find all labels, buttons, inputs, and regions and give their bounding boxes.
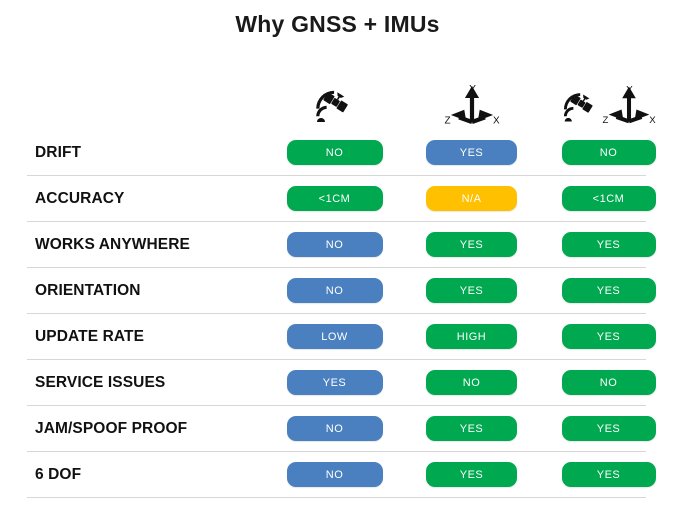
xyz-axes-icon: Y Z X <box>602 82 656 126</box>
axis-label-z: Z <box>602 115 608 126</box>
cell-update-rate-imu: HIGH <box>409 324 534 349</box>
cell-works-anywhere-imu: YES <box>409 232 534 257</box>
cell-accuracy-imu: N/A <box>409 186 534 211</box>
cell-orientation-imu: YES <box>409 278 534 303</box>
xyz-axes-icon: Y Z X <box>444 82 500 126</box>
row-label-jam-spoof-proof: JAM/SPOOF PROOF <box>35 419 188 437</box>
row-label-accuracy: ACCURACY <box>35 189 125 207</box>
status-badge: YES <box>426 416 517 441</box>
column-header-gnss-imu: Y Z X <box>546 82 671 130</box>
satellite-icon <box>561 88 601 126</box>
status-badge: NO <box>426 370 517 395</box>
status-badge: YES <box>426 278 517 303</box>
row-label-update-rate: UPDATE RATE <box>35 327 145 345</box>
matrix-header-row: Y Z X <box>27 78 656 130</box>
cell-drift-gnss: NO <box>272 140 397 165</box>
status-badge: NO <box>561 370 656 395</box>
page-title: Why GNSS + IMUs <box>235 11 440 37</box>
status-badge: NO <box>286 462 383 487</box>
row-label-orientation: ORIENTATION <box>35 281 141 299</box>
status-badge: NO <box>286 232 383 257</box>
row-label-drift: DRIFT <box>35 143 82 161</box>
axis-label-z: Z <box>444 116 450 127</box>
cell-update-rate-gnss: LOW <box>272 324 397 349</box>
status-badge: YES <box>561 278 656 303</box>
cell-drift-gnss-imu: NO <box>546 140 671 165</box>
table-row: ACCURACY <1CM N/A <1CM <box>27 176 656 222</box>
status-badge: NO <box>286 416 383 441</box>
cell-6-dof-imu: YES <box>409 462 534 487</box>
status-badge: YES <box>561 324 656 349</box>
status-badge: YES <box>561 462 656 487</box>
column-header-imu: Y Z X <box>409 82 534 130</box>
table-row: UPDATE RATE LOW HIGH YES <box>27 314 656 360</box>
status-badge: NO <box>561 140 656 165</box>
cell-service-issues-imu: NO <box>409 370 534 395</box>
cell-jam-spoof-proof-gnss: NO <box>272 416 397 441</box>
cell-6-dof-gnss: NO <box>272 462 397 487</box>
row-label-works-anywhere: WORKS ANYWHERE <box>35 235 190 253</box>
status-badge: YES <box>561 232 656 257</box>
cell-service-issues-gnss-imu: NO <box>546 370 671 395</box>
status-badge: YES <box>426 232 517 257</box>
cell-orientation-gnss-imu: YES <box>546 278 671 303</box>
status-badge: HIGH <box>426 324 517 349</box>
row-label-6-dof: 6 DOF <box>35 465 82 483</box>
cell-orientation-gnss: NO <box>272 278 397 303</box>
axis-label-x: X <box>649 115 656 126</box>
cell-jam-spoof-proof-imu: YES <box>409 416 534 441</box>
status-badge: YES <box>286 370 383 395</box>
axis-label-y: Y <box>469 84 476 95</box>
row-label-service-issues: SERVICE ISSUES <box>35 373 166 391</box>
cell-update-rate-gnss-imu: YES <box>546 324 671 349</box>
cell-accuracy-gnss: <1CM <box>272 186 397 211</box>
axis-label-x: X <box>493 116 500 127</box>
table-row: WORKS ANYWHERE NO YES YES <box>27 222 656 268</box>
status-badge: <1CM <box>561 186 656 211</box>
status-badge: N/A <box>426 186 517 211</box>
status-badge: <1CM <box>286 186 383 211</box>
cell-works-anywhere-gnss: NO <box>272 232 397 257</box>
table-row: SERVICE ISSUES YES NO NO <box>27 360 656 406</box>
status-badge: NO <box>286 278 383 303</box>
status-badge: YES <box>426 140 517 165</box>
cell-drift-imu: YES <box>409 140 534 165</box>
table-row: DRIFT NO YES NO <box>27 130 656 176</box>
column-header-gnss <box>272 86 397 130</box>
cell-service-issues-gnss: YES <box>272 370 397 395</box>
cell-works-anywhere-gnss-imu: YES <box>546 232 671 257</box>
comparison-matrix: Y Z X <box>27 78 656 498</box>
status-badge: NO <box>286 140 383 165</box>
status-badge: YES <box>426 462 517 487</box>
satellite-icon <box>313 86 357 126</box>
table-row: 6 DOF NO YES YES <box>27 452 656 498</box>
axis-label-y: Y <box>626 84 633 95</box>
cell-accuracy-gnss-imu: <1CM <box>546 186 671 211</box>
status-badge: LOW <box>286 324 383 349</box>
table-row: JAM/SPOOF PROOF NO YES YES <box>27 406 656 452</box>
cell-6-dof-gnss-imu: YES <box>546 462 671 487</box>
table-row: ORIENTATION NO YES YES <box>27 268 656 314</box>
cell-jam-spoof-proof-gnss-imu: YES <box>546 416 671 441</box>
satellite-plus-xyz-axes-icon: Y Z X <box>561 82 656 126</box>
status-badge: YES <box>561 416 656 441</box>
